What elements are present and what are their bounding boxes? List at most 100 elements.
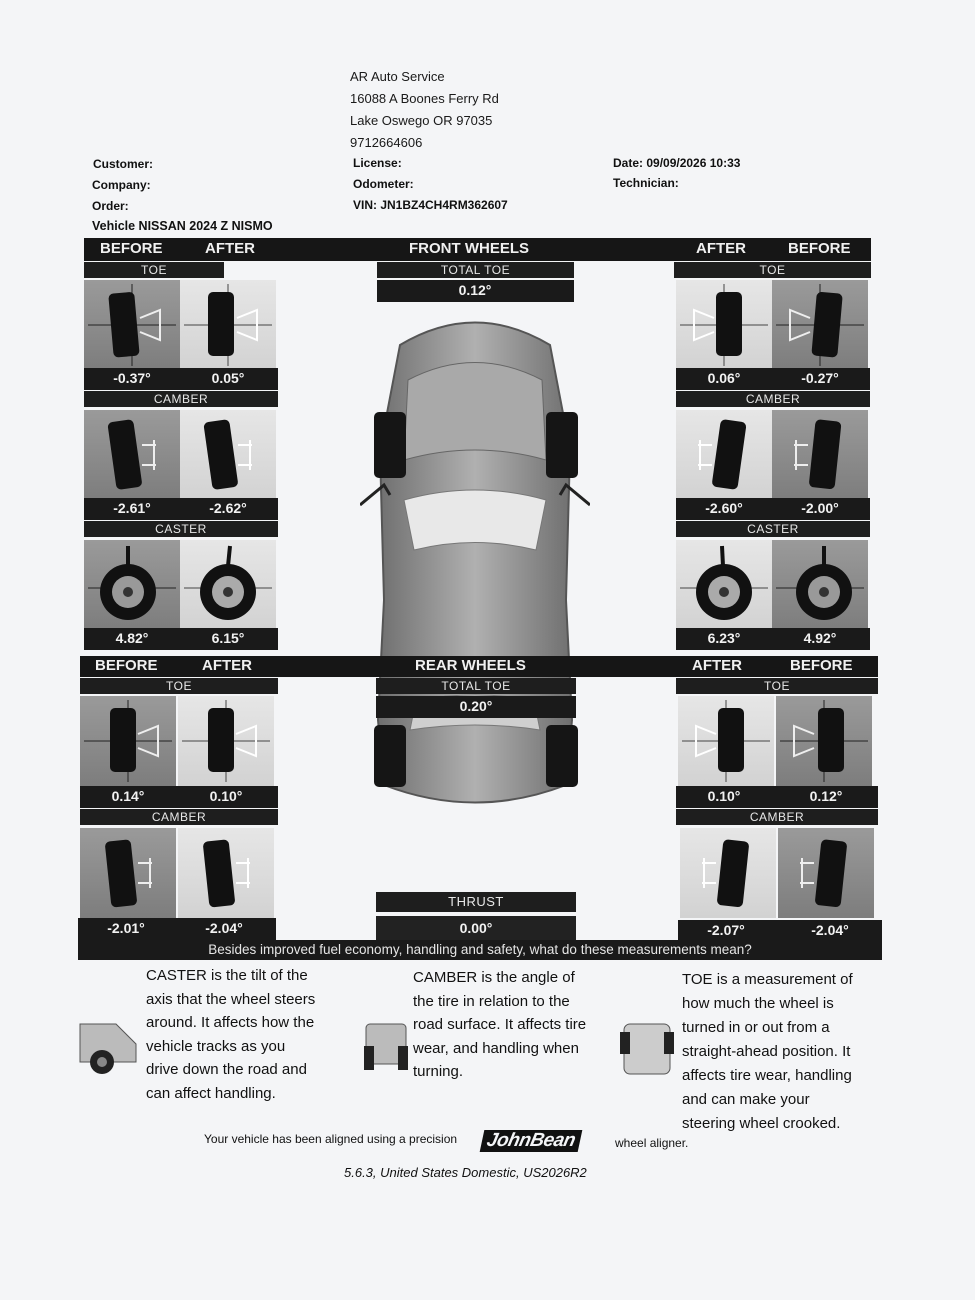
- tire-icon: [718, 708, 744, 772]
- tire-icon: [108, 292, 140, 358]
- camber-explanation: CAMBER is the angle of the tire in relat…: [413, 966, 586, 1084]
- front-right-after-label: AFTER: [696, 240, 746, 257]
- front-left-toe-before-value: -0.37°: [113, 370, 151, 386]
- front-left-tire-icon: [374, 412, 406, 478]
- toe-line: and can make your: [682, 1091, 810, 1108]
- front-right-caster-after-value: 6.23°: [707, 630, 741, 646]
- rear-left-toe-before-value: 0.14°: [111, 788, 145, 804]
- front-right-caster-label: CASTER: [676, 521, 870, 537]
- caster-line: can affect handling.: [146, 1084, 276, 1102]
- rear-left-before-label: BEFORE: [95, 657, 158, 674]
- front-right-caster-before-cell: [772, 540, 868, 630]
- rear-left-toe-after-cell: [178, 696, 274, 786]
- rear-right-before-label: BEFORE: [790, 657, 853, 674]
- tire-icon: [717, 839, 749, 907]
- camber-line: the tire in relation to the: [413, 992, 570, 1010]
- front-right-camber-after-cell: [676, 410, 772, 500]
- front-right-camber-label: CAMBER: [676, 391, 870, 407]
- rear-right-camber-values: -2.07° -2.04°: [678, 920, 882, 942]
- rear-total-toe-box: 0.20°: [376, 696, 576, 718]
- rear-left-camber-after-value: -2.04°: [205, 920, 243, 936]
- rear-right-camber-label: CAMBER: [676, 809, 878, 825]
- rear-right-camber-after-cell: [680, 828, 776, 918]
- tire-icon: [107, 419, 142, 490]
- front-left-caster-before-cell: [84, 540, 180, 630]
- rear-right-toe-label: TOE: [676, 678, 878, 694]
- toe-line: turned in or out from a: [682, 1019, 830, 1036]
- front-left-toe-before-cell: [84, 280, 180, 370]
- front-right-tire-icon: [546, 412, 578, 478]
- tire-icon: [712, 419, 747, 490]
- front-left-caster-before-value: 4.82°: [115, 630, 149, 646]
- tire-icon: [809, 419, 842, 489]
- front-right-toe-after-cell: [676, 280, 772, 370]
- front-right-toe-after-value: 0.06°: [707, 370, 741, 386]
- rear-left-camber-label: CAMBER: [80, 809, 278, 825]
- front-left-camber-label: CAMBER: [84, 391, 278, 407]
- front-left-camber-after-cell: [180, 410, 276, 500]
- tire-icon: [716, 292, 742, 356]
- car-top-view: [360, 321, 590, 804]
- front-left-camber-before-cell: [84, 410, 180, 500]
- front-header-bar: BEFORE AFTER FRONT WHEELS AFTER BEFORE: [84, 238, 871, 261]
- camber-line: road surface. It affects tire: [413, 1016, 587, 1033]
- rear-left-toe-values: 0.14° 0.10°: [80, 786, 278, 808]
- toe-line: steering wheel crooked.: [682, 1115, 841, 1132]
- shop-phone: 9712664606: [350, 135, 423, 150]
- caster-explanation: CASTER is the tilt of the axis that the …: [146, 964, 315, 1105]
- front-total-toe-label: TOTAL TOE: [377, 262, 574, 278]
- rear-total-toe-label: TOTAL TOE: [376, 678, 576, 694]
- front-right-toe-before-cell: [772, 280, 868, 370]
- vehicle-info: Vehicle NISSAN 2024 Z NISMO: [92, 219, 273, 233]
- toe-line: how much the wheel is: [682, 995, 834, 1012]
- tire-icon: [105, 839, 137, 908]
- shop-address-block: AR Auto Service 16088 A Boones Ferry Rd …: [350, 66, 499, 154]
- shop-name: AR Auto Service: [350, 69, 445, 84]
- caster-car-icon: [79, 1023, 137, 1074]
- rear-left-after-label: AFTER: [202, 657, 252, 674]
- front-wheels-title: FRONT WHEELS: [409, 240, 529, 257]
- toe-line: affects tire wear, handling: [682, 1067, 852, 1084]
- customer-label: Customer:: [93, 157, 154, 171]
- front-left-camber-before-value: -2.61°: [113, 500, 151, 516]
- rear-right-toe-values: 0.10° 0.12°: [676, 786, 878, 808]
- front-right-toe-before-value: -0.27°: [801, 370, 839, 386]
- shop-city: Lake Oswego OR 97035: [350, 113, 493, 128]
- rear-left-camber-before-cell: [80, 828, 176, 918]
- rear-right-toe-before-value: 0.12°: [809, 788, 843, 804]
- front-left-after-label: AFTER: [205, 240, 255, 257]
- front-right-caster-before-value: 4.92°: [803, 630, 837, 646]
- question-bar: Besides improved fuel economy, handling …: [78, 940, 882, 960]
- rear-wheels-title: REAR WHEELS: [415, 657, 526, 674]
- front-right-camber-before-value: -2.00°: [801, 500, 839, 516]
- footer-prefix: Your vehicle has been aligned using a pr…: [204, 1132, 458, 1146]
- toe-line: TOE is a measurement of: [682, 971, 853, 988]
- tire-icon: [203, 419, 238, 490]
- caster-line: drive down the road and: [146, 1061, 307, 1078]
- odometer-label: Odometer:: [353, 177, 414, 191]
- front-right-camber-values: -2.60° -2.00°: [676, 498, 870, 520]
- camber-line: turning.: [413, 1063, 464, 1080]
- tire-icon: [110, 708, 136, 772]
- tire-icon: [818, 708, 844, 772]
- rear-right-tire-icon: [546, 725, 578, 787]
- rear-right-camber-before-value: -2.04°: [811, 922, 849, 938]
- date-field: Date: 09/09/2026 10:33: [613, 156, 741, 170]
- caster-line: axis that the wheel steers: [146, 990, 316, 1008]
- front-right-toe-label: TOE: [674, 262, 871, 278]
- tire-icon: [815, 839, 847, 907]
- software-version: 5.6.3, United States Domestic, US2026R2: [344, 1165, 587, 1180]
- rear-left-tire-icon: [374, 725, 406, 787]
- front-left-caster-after-cell: [180, 540, 276, 630]
- rear-left-camber-values: -2.01° -2.04°: [78, 918, 276, 940]
- front-right-caster-values: 6.23° 4.92°: [676, 628, 870, 650]
- toe-line: straight-ahead position. It: [682, 1043, 851, 1060]
- front-right-camber-before-cell: [772, 410, 868, 500]
- rear-left-camber-before-value: -2.01°: [107, 920, 145, 936]
- front-total-toe-box: 0.12°: [377, 280, 574, 302]
- tire-icon: [811, 292, 843, 358]
- camber-line: CAMBER is the angle of: [413, 969, 575, 986]
- front-left-toe-after-value: 0.05°: [211, 370, 245, 386]
- front-left-caster-after-value: 6.15°: [211, 630, 245, 646]
- caster-line: around. It affects how the: [146, 1014, 315, 1031]
